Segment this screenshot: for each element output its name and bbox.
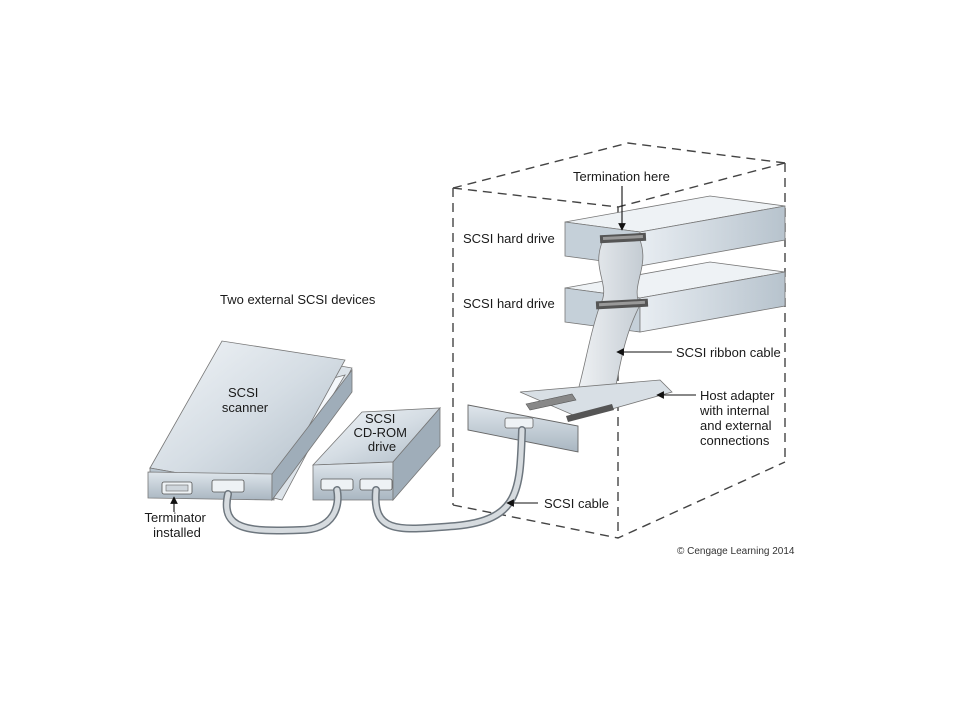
external-scsi-cables bbox=[222, 426, 526, 535]
scsi-cdrom-drive bbox=[312, 406, 441, 502]
hard-drive-2-label: SCSI hard drive bbox=[463, 296, 555, 311]
terminator-label: Terminator installed bbox=[144, 510, 209, 540]
scsi-cable-label: SCSI cable bbox=[544, 496, 609, 511]
ribbon-connector-top bbox=[599, 232, 647, 244]
diagram-title: Two external SCSI devices bbox=[220, 292, 376, 307]
hard-drive-1-label: SCSI hard drive bbox=[463, 231, 555, 246]
ribbon-connector-middle bbox=[595, 298, 649, 310]
callout-arrows bbox=[170, 186, 696, 512]
host-adapter-card bbox=[467, 379, 673, 453]
internal-hard-drive-1 bbox=[564, 195, 786, 267]
cdrom-label: SCSI CD-ROM drive bbox=[353, 411, 410, 454]
scsi-scanner bbox=[147, 340, 353, 502]
scanner-label: SCSI scanner bbox=[222, 385, 269, 415]
copyright-credit: © Cengage Learning 2014 bbox=[677, 546, 795, 557]
termination-here-label: Termination here bbox=[573, 169, 670, 184]
host-adapter-label: Host adapter with internal and external … bbox=[699, 388, 778, 448]
ribbon-cable-label: SCSI ribbon cable bbox=[676, 345, 781, 360]
